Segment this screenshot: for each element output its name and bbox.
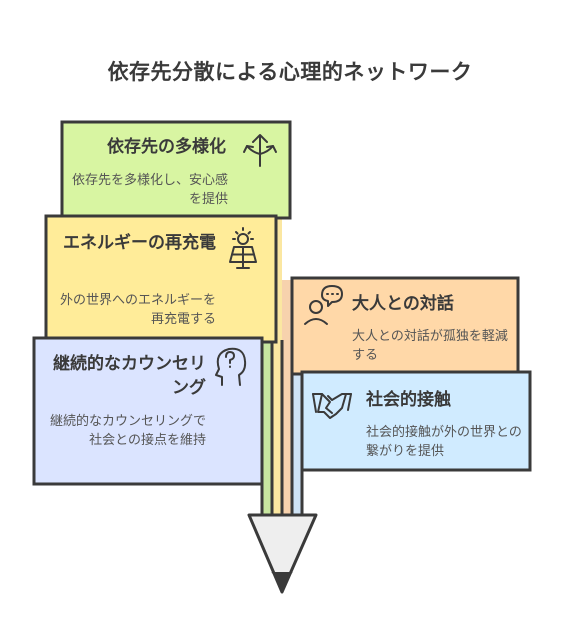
card-social-contact-title: 社会的接触 [366,390,451,410]
card-counseling [32,336,264,486]
pencil-tip [247,513,318,594]
card-social-contact-desc: 社会的接触が外の世界との繋がりを提供 [366,425,522,459]
solar-panel-icon [229,227,257,269]
card-social-contact [300,370,532,472]
card-counseling-title: 継続的なカウンセリング [53,354,206,398]
conversation-icon [304,285,343,325]
card-recharge-desc: 外の世界へのエネルギーを再充電する [59,293,216,327]
card-counseling-desc: 継続的なカウンセリングで社会との接点を維持 [49,414,206,448]
card-recharge-title: エネルギーの再充電 [63,233,216,253]
card-diversify-title: 依存先の多様化 [107,137,226,157]
sprout-icon [243,134,277,167]
card-dialogue-title: 大人との対話 [352,294,454,314]
card-dialogue-desc: 大人との対話が孤独を軽減する [352,329,508,363]
card-dialogue [290,276,520,376]
page-title: 依存先分散による心理的ネットワーク [107,60,473,84]
card-diversify [60,120,292,220]
head-question-icon [215,347,247,386]
card-diversify-desc: 依存先を多様化し、安心感を提供 [72,173,229,207]
handshake-icon [312,393,352,419]
